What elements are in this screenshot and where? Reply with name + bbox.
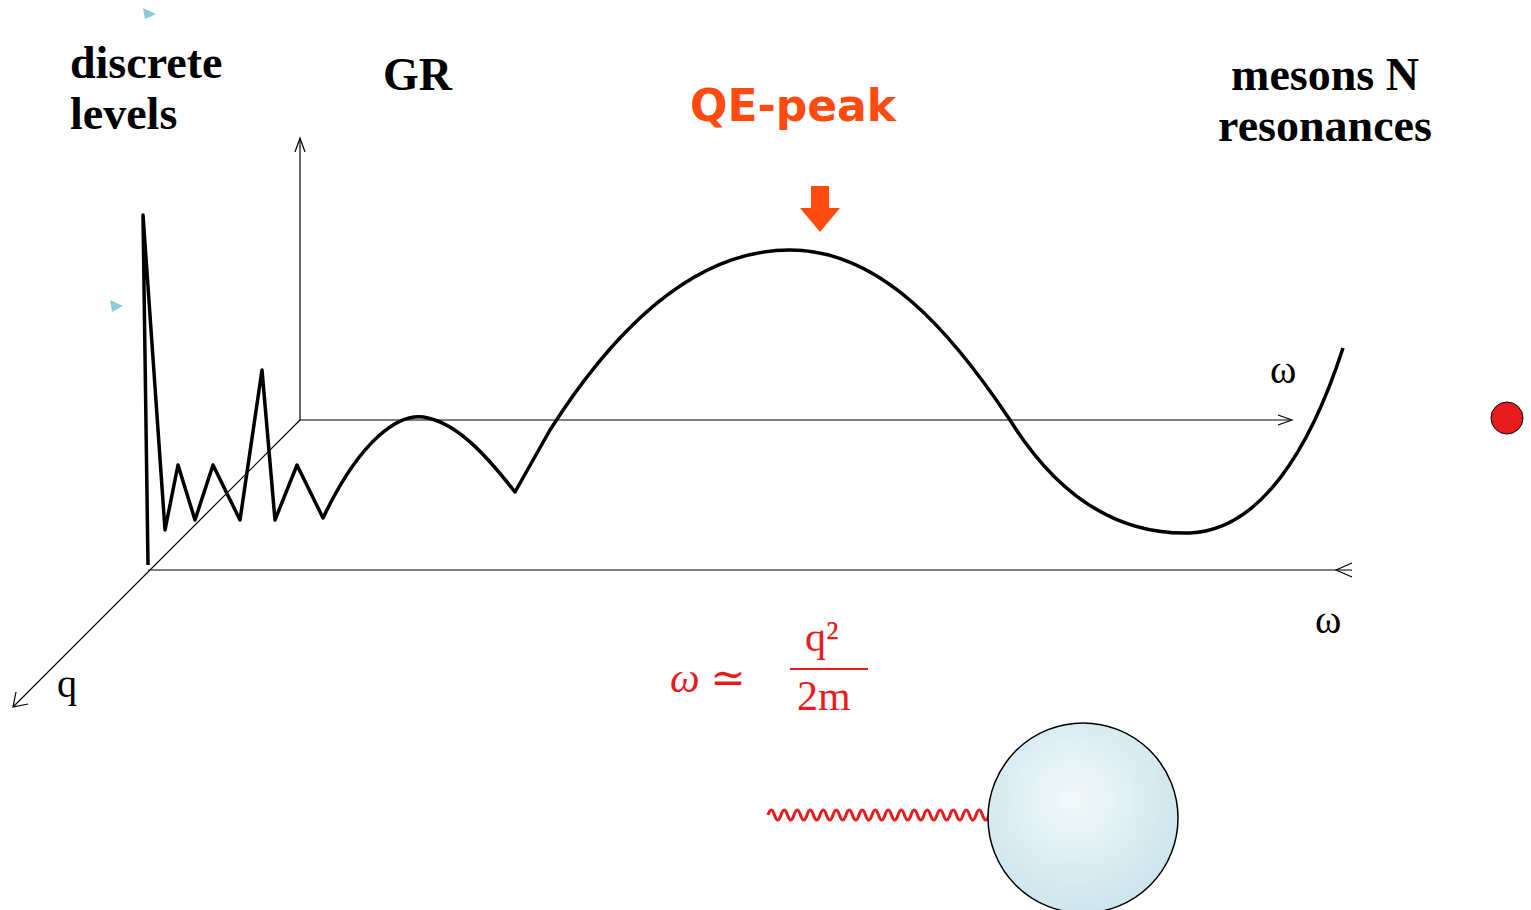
nucleus [988,723,1178,910]
formula-part: ω ≃ [670,655,745,701]
region-label: GR [383,50,452,101]
axis-label: ω [1315,598,1341,642]
response-curve [143,215,1343,565]
region-label: mesons N resonances [1150,50,1500,151]
cyan-marker [110,300,123,312]
formula-part: q² [805,614,839,660]
fraction-bar [790,668,868,670]
axis-label: q [57,662,77,706]
formula-part: 2m [797,673,851,719]
axis-label: ω [1270,348,1296,392]
level-label: discrete levels [70,38,300,139]
peak-label: QE-peak [690,82,896,130]
qe-arrow [800,186,840,232]
cyan-marker [143,8,156,19]
red-dot [1491,402,1523,434]
axes [13,138,1352,707]
